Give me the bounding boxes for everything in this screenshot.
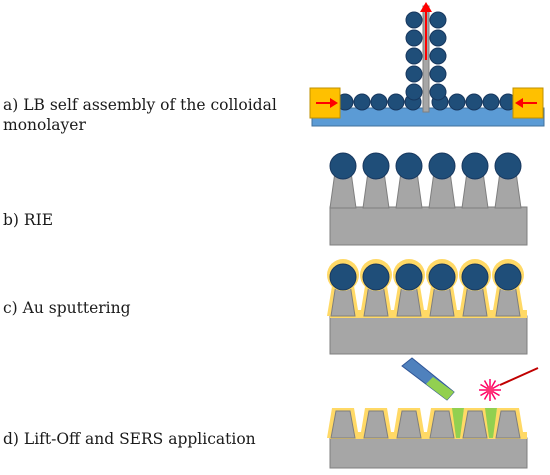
transferred-spheres: [405, 11, 447, 101]
sphere: [405, 65, 423, 83]
spheres-b: [329, 152, 522, 180]
laser-burst-icon: [479, 367, 539, 401]
sphere: [362, 263, 390, 291]
analyte: [452, 408, 464, 438]
substrate-b: [329, 206, 528, 246]
panel-b-rie: [329, 152, 528, 246]
arrow-right-icon: [316, 98, 338, 108]
step-b-label: b) RIE: [3, 211, 54, 229]
sphere: [329, 263, 357, 291]
sphere: [405, 11, 423, 29]
sphere: [387, 93, 405, 111]
sphere: [429, 65, 447, 83]
panel-c-au-sputtering: [327, 259, 528, 355]
arrow-up-icon: [420, 2, 432, 60]
arrow-left-icon: [515, 98, 537, 108]
sphere: [395, 152, 423, 180]
sphere: [429, 47, 447, 65]
step-d-label: d) Lift-Off and SERS application: [3, 430, 256, 448]
sphere: [448, 93, 466, 111]
sphere: [494, 263, 522, 291]
step-c-label: c) Au sputtering: [3, 299, 131, 317]
pillar: [495, 410, 521, 439]
sphere: [405, 29, 423, 47]
pillar: [330, 410, 356, 439]
sphere: [362, 152, 390, 180]
spheres-c: [327, 259, 524, 291]
sphere: [465, 93, 483, 111]
pillars-b: [329, 171, 522, 209]
pillars-d: [327, 408, 527, 439]
pillar: [429, 410, 455, 439]
sphere: [405, 83, 423, 101]
substrate-c: [329, 315, 528, 355]
pillar: [363, 410, 389, 439]
pipette-icon: [401, 357, 455, 401]
sphere: [482, 93, 500, 111]
sphere: [429, 11, 447, 29]
sphere: [353, 93, 371, 111]
sphere: [494, 152, 522, 180]
sphere: [428, 152, 456, 180]
monolayer-spheres: [336, 93, 517, 111]
pillar: [462, 410, 488, 439]
sphere: [461, 152, 489, 180]
analyte: [485, 408, 497, 438]
sphere: [405, 47, 423, 65]
sphere: [370, 93, 388, 111]
sphere: [395, 263, 423, 291]
panel-d-lift-off-sers: [327, 357, 539, 469]
step-a-label: a) LB self assembly of the colloidal mon…: [3, 96, 277, 134]
pillar: [396, 410, 422, 439]
sphere: [329, 152, 357, 180]
substrate-d: [329, 437, 528, 469]
sphere: [428, 263, 456, 291]
sphere: [429, 29, 447, 47]
sphere: [461, 263, 489, 291]
sphere: [429, 83, 447, 101]
panel-a-lb-assembly: [309, 2, 545, 127]
